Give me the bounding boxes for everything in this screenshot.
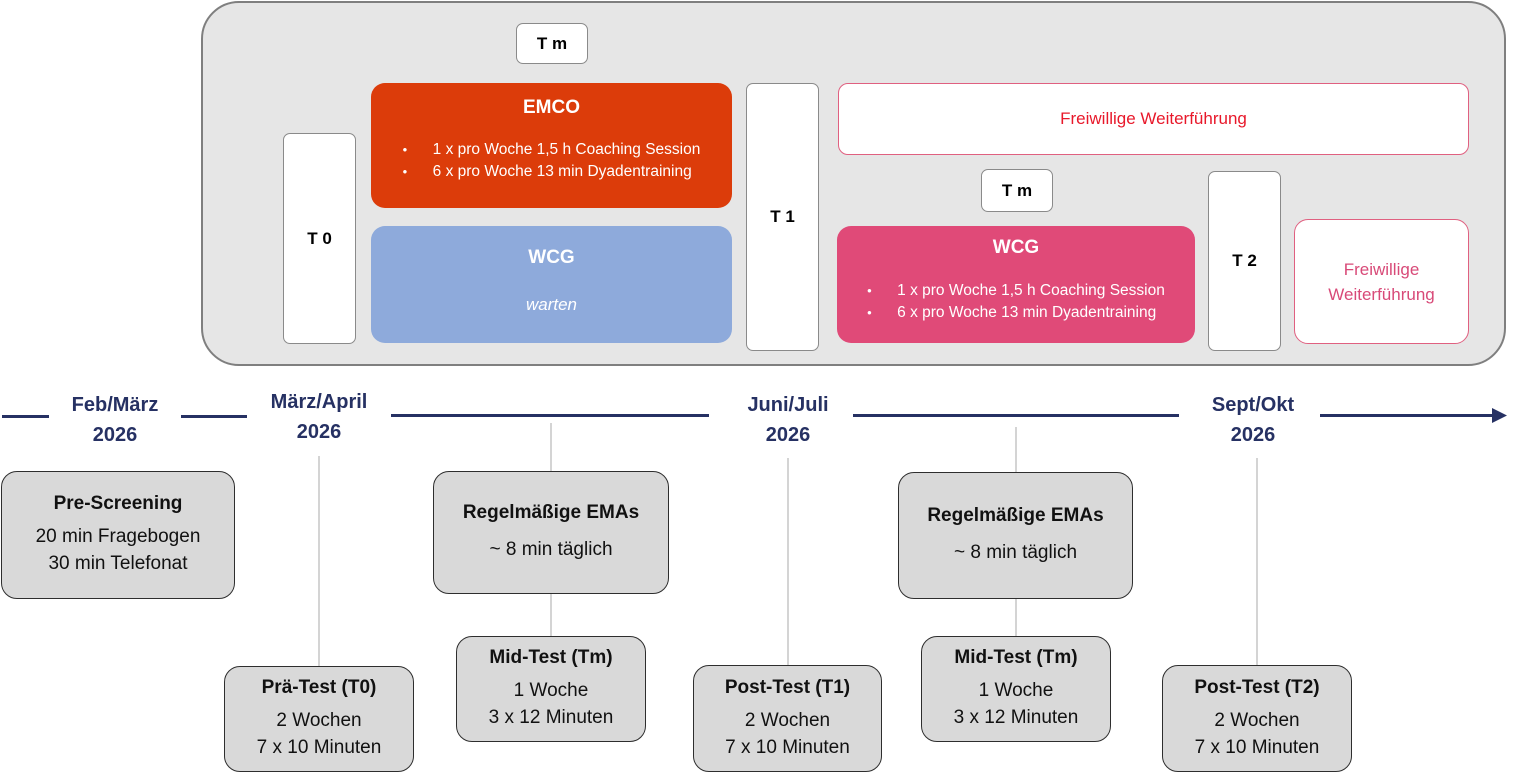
wcg-active-title: WCG [992, 237, 1040, 258]
voluntary-continuation-wide-label: Freiwillige Weiterführung [1060, 109, 1247, 128]
timeline-arrow-icon [1492, 408, 1507, 423]
measurement-tm-1-label: T m [536, 33, 568, 53]
timeline-segment [391, 414, 709, 417]
ema-box-2: Regelmäßige EMAs ~ 8 min täglich [898, 472, 1133, 599]
measurement-t1-label: T 1 [770, 207, 795, 226]
bullet-icon: • [867, 305, 872, 320]
voluntary-continuation-small: Freiwillige Weiterführung [1294, 219, 1469, 344]
midtest-tm-title: Mid-Test (Tm) [489, 647, 613, 668]
ema-box-1: Regelmäßige EMAs ~ 8 min täglich [433, 471, 669, 594]
pretest-t0-box: Prä-Test (T0) 2 Wochen 7 x 10 Minuten [224, 666, 414, 772]
connector-line [1015, 427, 1017, 472]
connector-line [1015, 599, 1017, 636]
emco-group-box: EMCO •1 x pro Woche 1,5 h Coaching Sessi… [371, 83, 732, 208]
timeline-date-3: Juni/Juli 2026 [747, 394, 829, 446]
timeline-segment [2, 415, 49, 418]
wcg-bullet: •1 x pro Woche 1,5 h Coaching Session [867, 280, 1165, 302]
timeline-segment [181, 415, 247, 418]
bullet-icon: • [402, 164, 408, 179]
wcg-waiting-subtitle: warten [525, 295, 578, 314]
emco-bullet: •1 x pro Woche 1,5 h Coaching Session [403, 139, 701, 161]
measurement-tm-1: T m [516, 23, 588, 64]
wcg-waiting-title: WCG [528, 247, 575, 268]
posttest-t2-title: Post-Test (T2) [1194, 676, 1320, 698]
timeline-date-1: Feb/März 2026 [71, 394, 159, 446]
connector-line [787, 458, 789, 665]
bullet-icon: • [402, 142, 408, 157]
measurement-t2-label: T 2 [1232, 251, 1257, 270]
midtest-tm-box-2: Mid-Test (Tm) 1 Woche 3 x 12 Minuten [921, 636, 1111, 742]
emco-bullet: •6 x pro Woche 13 min Dyadentraining [403, 161, 701, 183]
prescreening-box: Pre-Screening 20 min Fragebogen 30 min T… [1, 471, 235, 599]
prescreening-title: Pre-Screening [53, 493, 183, 514]
measurement-t0-label: T 0 [307, 228, 332, 248]
connector-line [550, 594, 552, 636]
wcg-bullet: •6 x pro Woche 13 min Dyadentraining [867, 302, 1165, 324]
posttest-t2-box: Post-Test (T2) 2 Wochen 7 x 10 Minuten [1162, 665, 1352, 772]
voluntary-continuation-wide: Freiwillige Weiterführung [838, 83, 1469, 155]
connector-line [1256, 458, 1258, 665]
wcg-active-bullet-list: •1 x pro Woche 1,5 h Coaching Session •6… [867, 280, 1165, 324]
connector-line [550, 423, 552, 471]
measurement-t0: T 0 [283, 133, 356, 344]
pretest-t0-title: Prä-Test (T0) [261, 677, 377, 698]
midtest-tm-title: Mid-Test (Tm) [954, 647, 1078, 668]
timeline-date-4: Sept/Okt 2026 [1211, 394, 1295, 446]
timeline-segment [853, 414, 1179, 417]
midtest-tm-box-1: Mid-Test (Tm) 1 Woche 3 x 12 Minuten [456, 636, 646, 742]
measurement-tm-2: T m [981, 169, 1053, 212]
bullet-icon: • [867, 283, 872, 298]
measurement-t2: T 2 [1208, 171, 1281, 351]
posttest-t1-box: Post-Test (T1) 2 Wochen 7 x 10 Minuten [693, 665, 882, 772]
wcg-active-box: WCG •1 x pro Woche 1,5 h Coaching Sessio… [837, 226, 1195, 343]
posttest-t1-title: Post-Test (T1) [724, 676, 851, 698]
connector-line [318, 456, 320, 666]
ema-title: Regelmäßige EMAs [927, 505, 1104, 526]
measurement-t1: T 1 [746, 83, 819, 351]
ema-title: Regelmäßige EMAs [462, 502, 640, 523]
measurement-tm-2-label: T m [1001, 180, 1033, 200]
timeline-segment [1320, 414, 1496, 417]
emco-bullet-list: •1 x pro Woche 1,5 h Coaching Session •6… [403, 139, 701, 183]
wcg-waiting-box: WCG warten [371, 226, 732, 343]
emco-title: EMCO [523, 97, 580, 118]
timeline-date-2: März/April 2026 [270, 391, 368, 443]
